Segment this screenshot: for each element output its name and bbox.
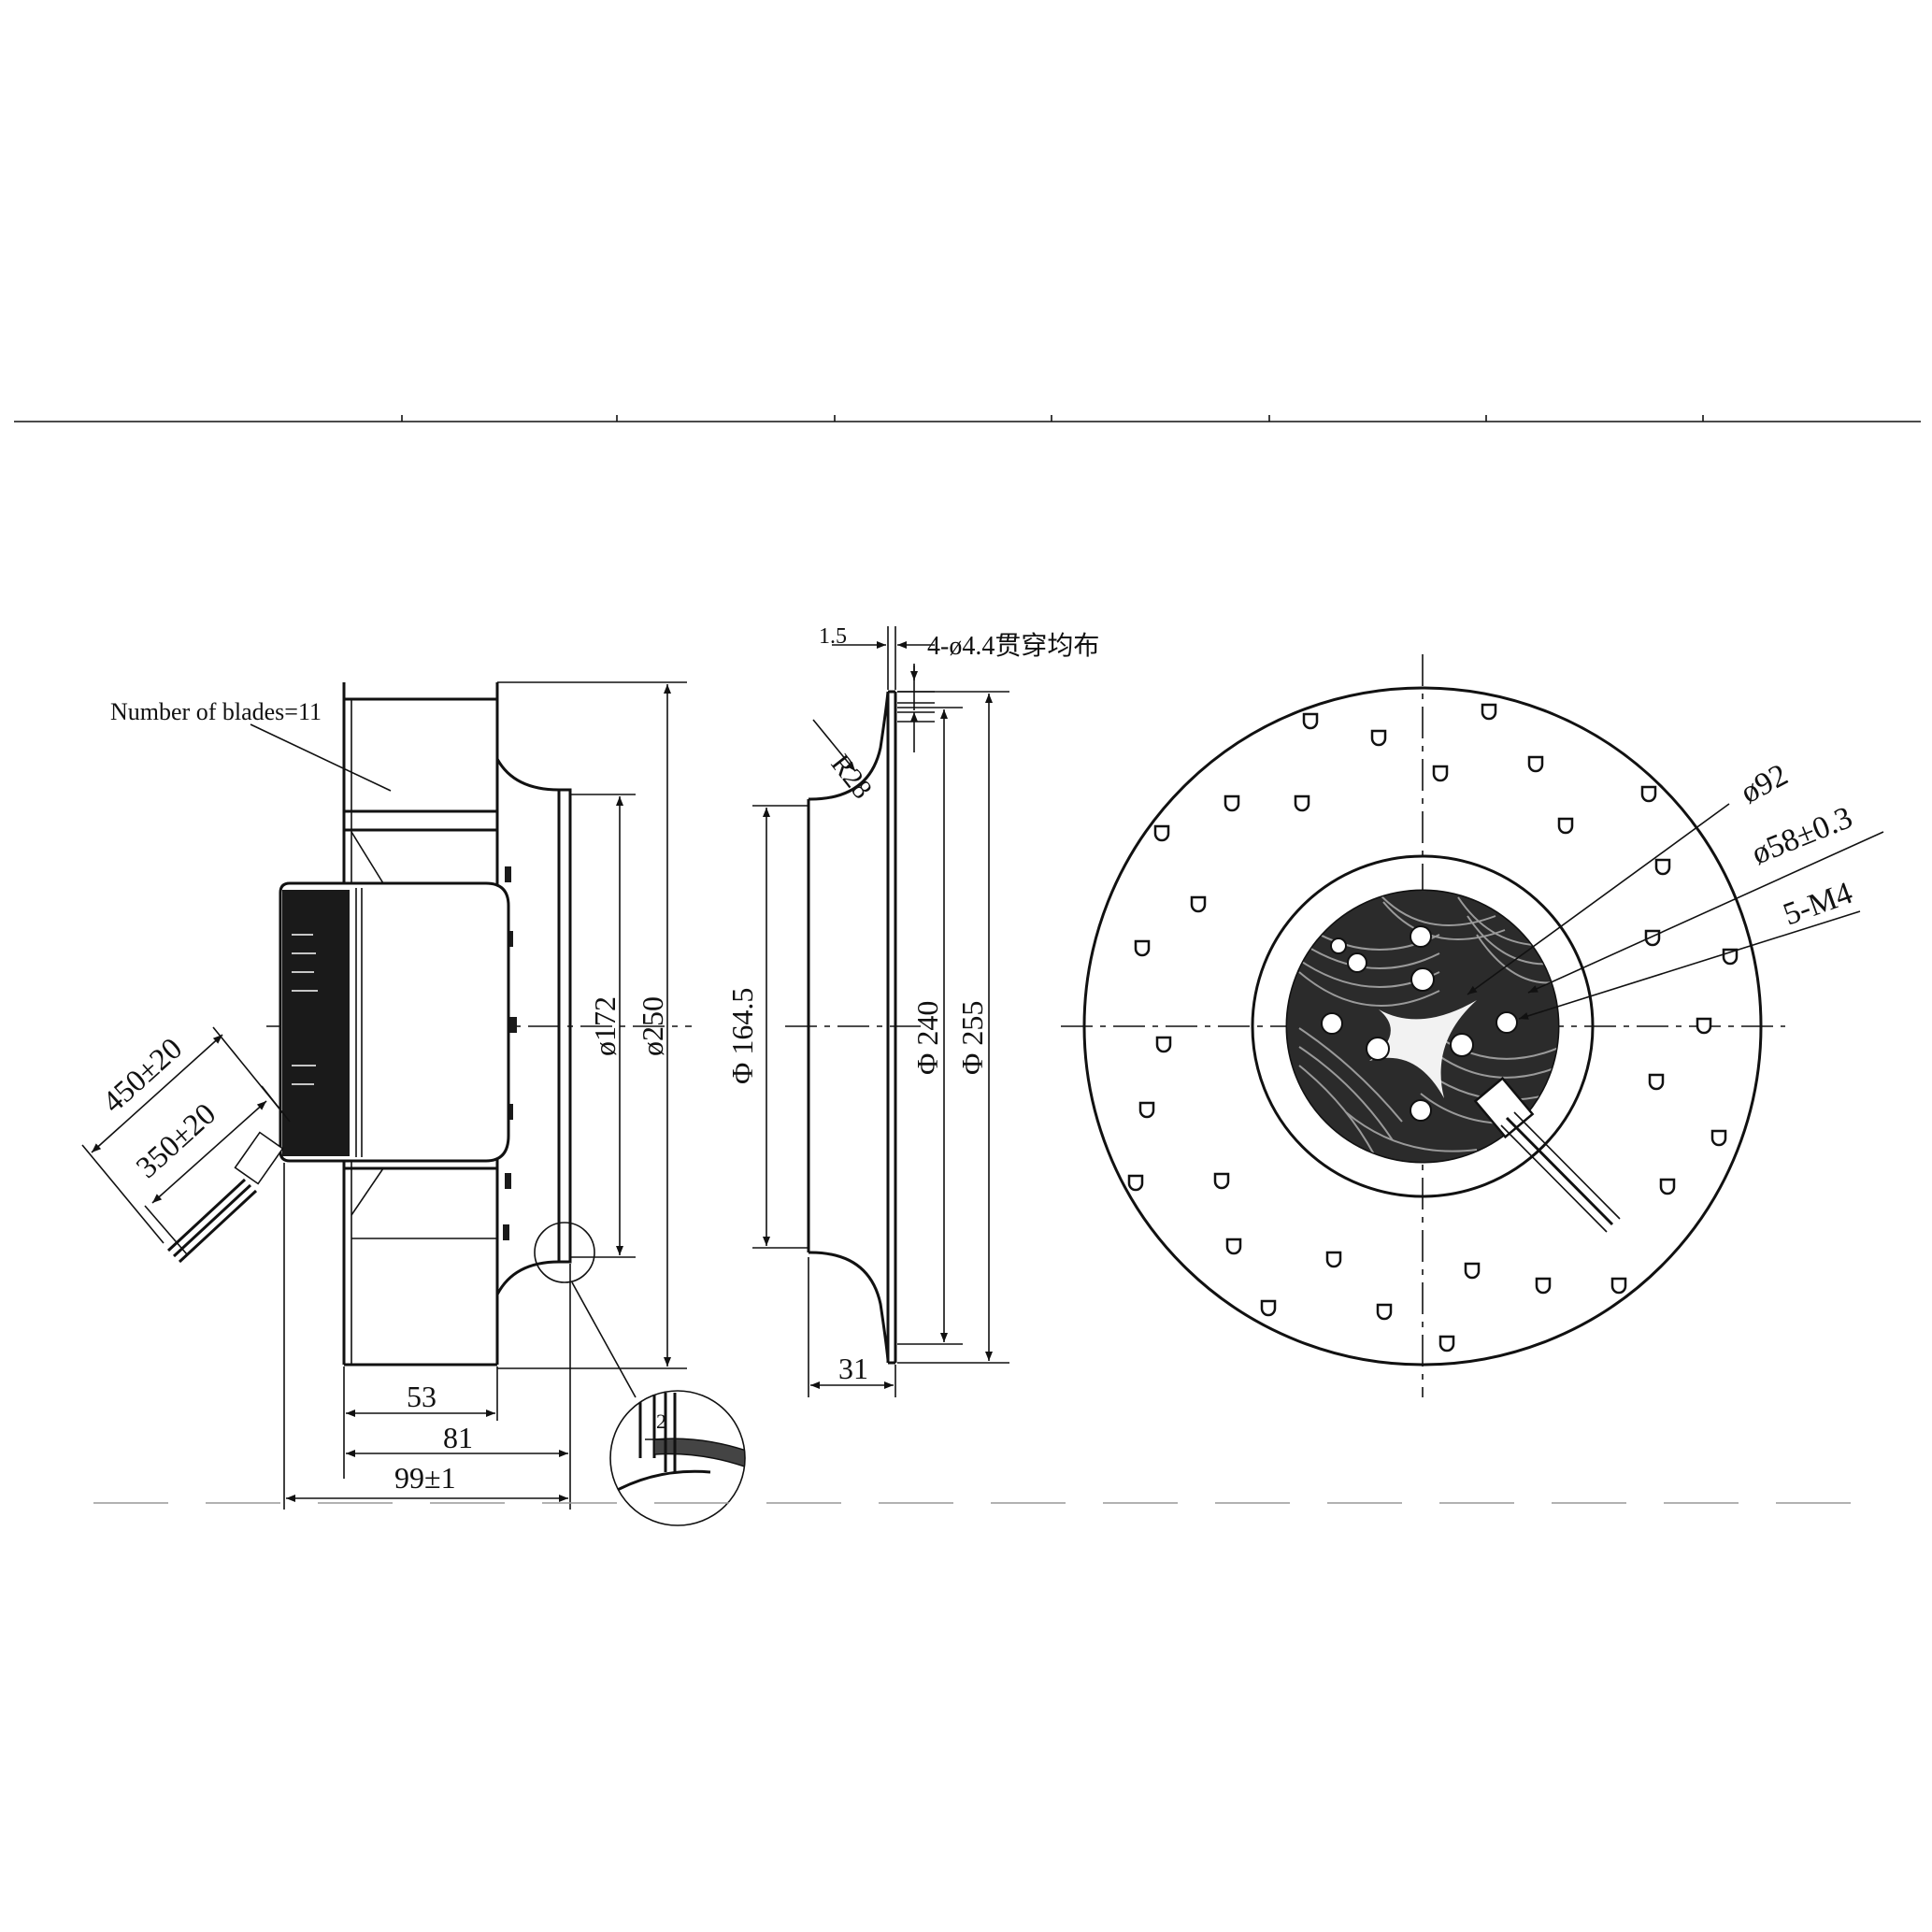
impeller-body: [342, 682, 572, 1367]
dia-92-label: ø92: [1735, 757, 1793, 810]
ring-outer-dia-label: Φ 255: [955, 1001, 989, 1075]
blade-note: Number of blades=11: [110, 698, 392, 792]
side-view: 450±20 350±20 Number of blades=11 ø172 ø…: [81, 681, 746, 1526]
detail-thickness-label: 2: [656, 1410, 666, 1433]
ring-width-dim: 31: [808, 1257, 896, 1397]
impeller-outer-circle: [1082, 686, 1763, 1367]
radius-callout: R28: [812, 719, 878, 805]
side-vertical-dims: ø172 ø250: [497, 681, 687, 1369]
detail-view: 2: [534, 1222, 746, 1526]
cable-free-label: 350±20: [130, 1097, 222, 1185]
blade-slots: [1127, 703, 1739, 1352]
front-view: ø92 ø58±0.3 5-M4: [1061, 654, 1884, 1397]
ring-vertical-dims: Φ 164.5 Φ 240 Φ 255: [725, 691, 1009, 1364]
inlet-dia-label: ø172: [588, 996, 622, 1056]
total-height-label: 99±1: [394, 1461, 456, 1495]
holes-note-label: 4-ø4.4贯穿均布: [927, 631, 1099, 661]
blade-note-label: Number of blades=11: [110, 698, 322, 725]
side-horizontal-dims: 53 81 99±1: [283, 1163, 571, 1510]
dia-58-label: ø58±0.3: [1747, 800, 1857, 871]
motor: [166, 881, 510, 1264]
height-81-label: 81: [443, 1421, 473, 1454]
ring-width-label: 31: [838, 1352, 868, 1385]
header-rule: [14, 415, 1921, 422]
front-cable: [1473, 1076, 1621, 1233]
ring-top-small-label: 1.5: [819, 624, 847, 649]
ring-inner-dia-label: Φ 164.5: [725, 988, 759, 1084]
height-53-label: 53: [407, 1380, 436, 1413]
outer-dia-label: ø250: [636, 996, 669, 1056]
ring-view: 1.5 4-ø4.4贯穿均布 R28 Φ 164.5 Φ 240: [725, 624, 1099, 1397]
shroud-circle: [1251, 854, 1595, 1198]
ring-top-notes: 1.5 4-ø4.4贯穿均布: [819, 624, 1099, 752]
ring-mid-dia-label: Φ 240: [910, 1001, 944, 1075]
hub-screw-holes: [1321, 925, 1518, 1122]
